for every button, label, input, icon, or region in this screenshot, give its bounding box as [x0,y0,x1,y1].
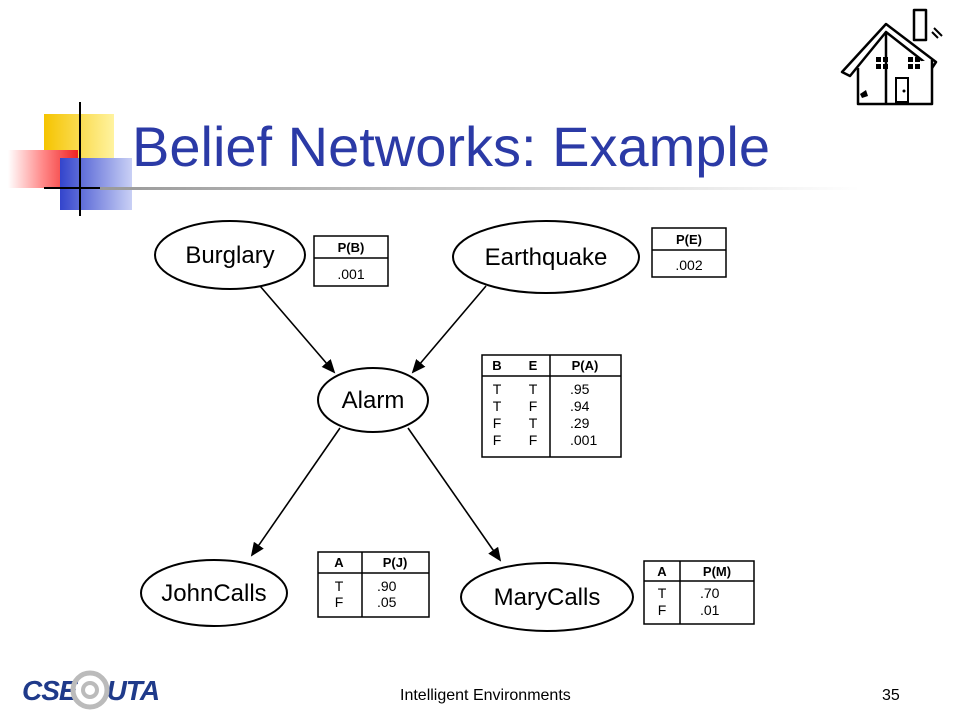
cpt-header-e: E [529,358,538,373]
cpt-cell: T [493,381,502,397]
node-alarm: Alarm [317,367,429,433]
slide-title: Belief Networks: Example [132,115,771,178]
node-label-earthquake: Earthquake [485,244,608,271]
edge-alarm-johncalls [250,427,341,557]
node-johncalls: JohnCalls [140,559,288,627]
cpt-cell: T [529,415,538,431]
node-label-burglary: Burglary [185,242,274,269]
page-number: 35 [882,687,900,704]
corner-decoration [8,102,140,216]
cpt-cell: F [335,594,344,610]
cpt-cell: .70 [700,585,720,601]
cpt-cell: .29 [570,415,590,431]
node-burglary: Burglary [154,220,306,290]
cpt-johncalls: A P(J) T .90 F .05 [317,551,430,618]
cpt-header: P(E) [676,232,702,247]
cpt-cell: F [529,432,538,448]
cpt-burglary: P(B) .001 [313,235,389,287]
logo-text-right: UTA [106,675,160,706]
node-marycalls: MaryCalls [460,562,634,632]
cpt-header: P(B) [338,240,365,255]
cpt-cell: T [335,578,344,594]
cpt-earthquake: P(E) .002 [651,227,727,278]
cpt-cell: .94 [570,398,590,414]
cpt-header-a: A [334,555,344,570]
cse-uta-logo-icon [70,670,110,710]
node-earthquake: Earthquake [452,220,640,294]
logo-text-left: CSE [22,675,78,706]
cpt-header-pm: P(M) [703,564,731,579]
cpt-value: .001 [337,266,364,282]
node-label-alarm: Alarm [342,387,405,414]
footer-title: Intelligent Environments [400,687,571,704]
edge-earthquake-alarm [411,285,487,374]
cpt-cell: .05 [377,594,397,610]
title-underline [100,187,860,190]
blue-square [60,158,132,210]
cpt-cell: F [658,602,667,618]
node-label-johncalls: JohnCalls [161,580,266,607]
node-label-marycalls: MaryCalls [494,584,601,611]
cpt-cell: .001 [570,432,597,448]
cpt-cell: .95 [570,381,590,397]
cpt-cell: F [493,415,502,431]
cse-uta-logo: CSE UTA [22,675,160,707]
cpt-header-a: A [657,564,667,579]
cpt-marycalls: A P(M) T .70 F .01 [643,560,755,625]
cpt-cell: F [493,432,502,448]
cpt-header-b: B [492,358,501,373]
cpt-cell: T [493,398,502,414]
cpt-cell: T [658,585,667,601]
cpt-cell: F [529,398,538,414]
cpt-alarm: B E P(A) T T .95 T F .94 F T .29 F F .00… [481,354,622,458]
cpt-cell: T [529,381,538,397]
edge-alarm-marycalls [407,427,502,562]
cpt-cell: .90 [377,578,397,594]
cpt-header-pa: P(A) [572,358,599,373]
cpt-header-pj: P(J) [383,555,408,570]
cpt-cell: .01 [700,602,720,618]
house-icon [840,8,943,106]
cpt-value: .002 [675,257,702,273]
edge-burglary-alarm [259,285,336,374]
